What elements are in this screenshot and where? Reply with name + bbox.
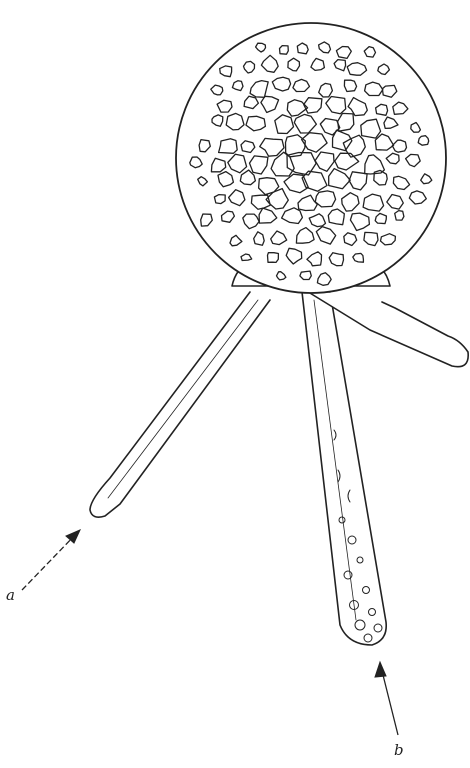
left-spine-inner-line	[108, 300, 258, 498]
left-spine	[90, 292, 270, 517]
label-a: a	[6, 586, 15, 604]
specimen	[90, 23, 468, 645]
arrow-a	[22, 530, 80, 590]
middle-spine	[302, 292, 386, 645]
arrow-b	[375, 662, 398, 735]
label-b: b	[394, 741, 404, 759]
